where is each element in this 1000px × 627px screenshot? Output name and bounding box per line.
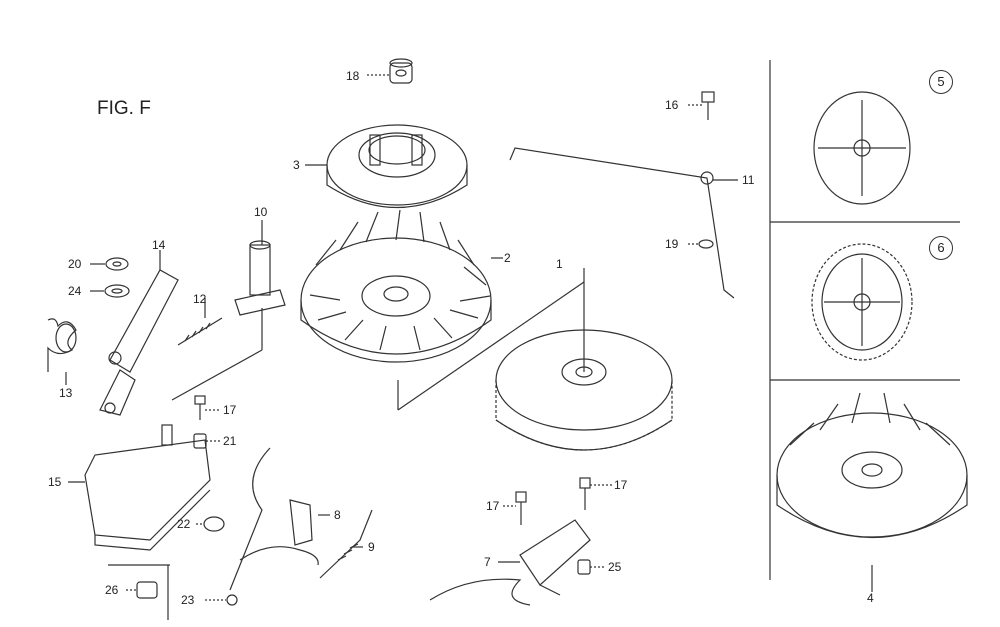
- variant-5-drawing: [813, 91, 911, 205]
- part-21-collar: [193, 433, 220, 449]
- callout-8: 8: [334, 508, 341, 522]
- part-13-spring: [47, 318, 77, 385]
- callout-10: 10: [254, 205, 268, 219]
- part-24-washer: [90, 284, 130, 298]
- part-17-bolt-center: [503, 491, 527, 525]
- part-9-spring: [319, 509, 373, 579]
- callout-15: 15: [48, 475, 62, 489]
- part-2-cooling-fan: [300, 209, 503, 363]
- part-25-collar: [577, 559, 605, 575]
- figure-title: FIG. F: [97, 98, 151, 119]
- part-11-rod: [509, 147, 738, 299]
- callout-1: 1: [556, 257, 563, 271]
- part-14-lever: [99, 250, 179, 416]
- callout-3: 3: [293, 158, 300, 172]
- part-18-nut: [367, 58, 413, 84]
- callout-9: 9: [368, 540, 375, 554]
- callout-11: 11: [742, 173, 755, 187]
- part-10-bracket: [171, 220, 286, 401]
- callout-17-center: 17: [486, 499, 500, 513]
- callout-18: 18: [346, 69, 360, 83]
- callout-23: 23: [181, 593, 195, 607]
- callout-21: 21: [223, 434, 237, 448]
- callout-19: 19: [665, 237, 679, 251]
- part-23-screw: [205, 594, 238, 606]
- callout-2: 2: [504, 251, 511, 265]
- part-7-ignition-coil: [429, 519, 591, 606]
- part-4-fan-variant: [776, 392, 968, 592]
- part-17-bolt-right: [579, 477, 612, 510]
- part-17-bolt-left: [194, 395, 220, 420]
- callout-17-left: 17: [223, 403, 237, 417]
- callout-7: 7: [484, 555, 491, 569]
- part-12-spring: [177, 298, 223, 346]
- part-16-bolt: [688, 91, 715, 120]
- part-15-base: [68, 424, 211, 551]
- part-8-switch-wire: [229, 447, 330, 591]
- part-1-flywheel: [397, 268, 673, 451]
- variant-6-marker: 6: [929, 236, 953, 260]
- part-19-washer: [688, 239, 714, 249]
- variant-panel-lines: [108, 60, 960, 620]
- part-22-clip: [196, 516, 225, 532]
- variant-6-drawing: [811, 243, 913, 361]
- part-26-clip: [126, 581, 158, 599]
- callout-13: 13: [59, 386, 73, 400]
- part-20-nut: [90, 257, 129, 271]
- callout-17-right: 17: [614, 478, 628, 492]
- callout-14: 14: [152, 238, 166, 252]
- callout-20: 20: [68, 257, 82, 271]
- callout-24: 24: [68, 284, 82, 298]
- variant-5-marker: 5: [929, 70, 953, 94]
- callout-12: 12: [193, 292, 207, 306]
- part-3-starter-cup: [305, 124, 468, 208]
- callout-4: 4: [867, 591, 874, 605]
- callout-26: 26: [105, 583, 119, 597]
- callout-25: 25: [608, 560, 622, 574]
- callout-22: 22: [177, 517, 191, 531]
- callout-16: 16: [665, 98, 679, 112]
